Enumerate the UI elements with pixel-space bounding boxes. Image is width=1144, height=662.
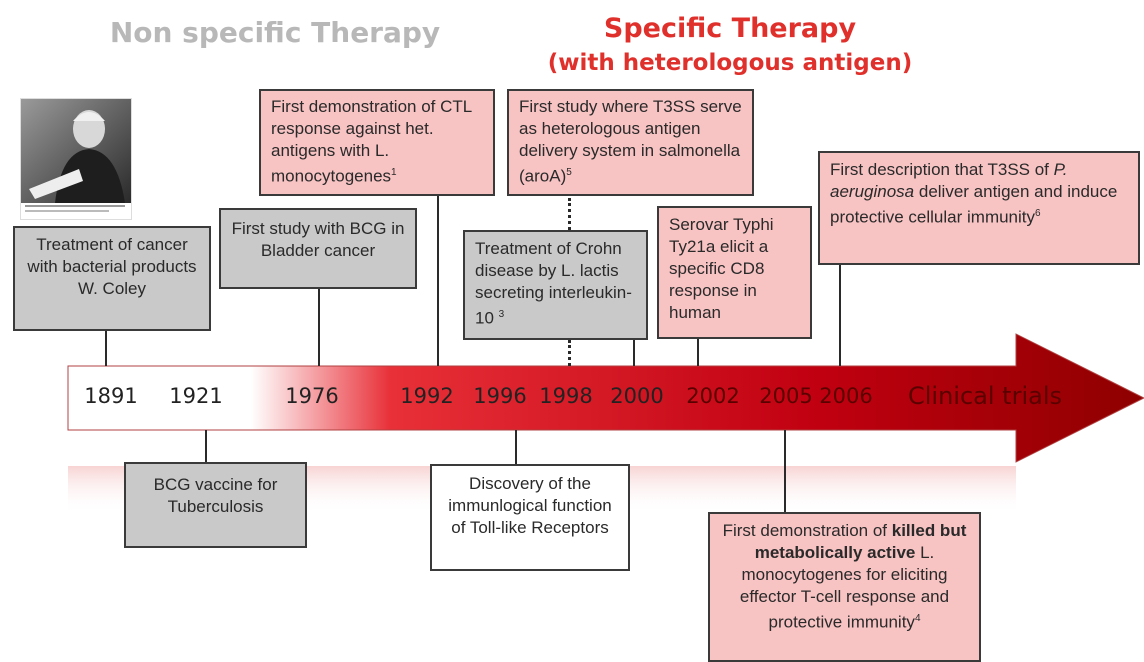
coley-portrait-photo bbox=[20, 98, 132, 220]
connector-line bbox=[318, 288, 320, 366]
connector-line bbox=[105, 330, 107, 366]
event-toll-receptors-1996: Discovery of the immunlogical function o… bbox=[430, 464, 630, 571]
citation-superscript: 4 bbox=[914, 613, 921, 624]
event-text: First demonstration of bbox=[722, 521, 888, 540]
connector-line bbox=[515, 430, 517, 464]
connector-line bbox=[437, 196, 439, 366]
event-text: BCG vaccine for Tuberculosis bbox=[153, 475, 278, 516]
event-text: First demonstration of CTL response agai… bbox=[271, 97, 472, 186]
event-kbma-2005: First demonstration of killed but metabo… bbox=[708, 512, 981, 662]
event-crohn-2000: Treatment of Crohn disease by L. lactis … bbox=[463, 230, 648, 340]
year-label: 1891 bbox=[84, 384, 138, 408]
species-name: P. aeruginosa bbox=[830, 160, 1068, 201]
year-label: 1921 bbox=[169, 384, 223, 408]
citation-superscript: 3 bbox=[498, 309, 505, 320]
year-label: 1998 bbox=[539, 384, 593, 408]
connector-line bbox=[839, 264, 841, 366]
event-text: Discovery of the immunlogical function o… bbox=[448, 474, 612, 537]
specific-therapy-subtitle: (with heterologous antigen) bbox=[547, 50, 913, 76]
citation-superscript: 1 bbox=[391, 167, 397, 178]
event-typhi-2002: Serovar Typhi Ty21a elicit a specific CD… bbox=[657, 206, 812, 339]
year-label: 1976 bbox=[285, 384, 339, 408]
citation-superscript: 6 bbox=[1035, 208, 1041, 219]
event-text: Serovar Typhi Ty21a elicit a specific CD… bbox=[669, 215, 774, 322]
year-label: 2006 bbox=[819, 384, 873, 408]
event-coley-1891: Treatment of cancer with bacterial produ… bbox=[13, 226, 211, 331]
connector-line bbox=[205, 430, 207, 462]
event-bcg-tuberculosis-1921: BCG vaccine for Tuberculosis bbox=[124, 462, 307, 548]
event-bcg-bladder-1976: First study with BCG in Bladder cancer bbox=[219, 208, 417, 289]
event-text: L. monocytogenes for eliciting effector … bbox=[739, 543, 950, 632]
connector-line bbox=[633, 340, 635, 366]
event-text: First description that T3SS of bbox=[830, 160, 1049, 179]
event-text: Treatment of Crohn disease by L. lactis … bbox=[475, 239, 632, 328]
specific-therapy-heading: Specific Therapy (with heterologous anti… bbox=[520, 12, 940, 80]
year-label: 2000 bbox=[610, 384, 664, 408]
year-label: 2002 bbox=[686, 384, 740, 408]
year-label: 1992 bbox=[400, 384, 454, 408]
event-text: First study with BCG in Bladder cancer bbox=[231, 219, 405, 260]
dotted-connector bbox=[568, 340, 571, 366]
event-text: First study where T3SS serve as heterolo… bbox=[519, 97, 742, 186]
year-label: 1996 bbox=[473, 384, 527, 408]
specific-therapy-title: Specific Therapy bbox=[603, 13, 857, 44]
year-label: 2005 bbox=[759, 384, 813, 408]
connector-line bbox=[697, 338, 699, 366]
event-aeruginosa-2006: First description that T3SS of P. aerugi… bbox=[818, 151, 1140, 265]
connector-line bbox=[784, 430, 786, 512]
clinical-trials-label: Clinical trials bbox=[908, 382, 1062, 410]
dotted-connector bbox=[568, 198, 571, 230]
emphasis-text: killed but metabolically active bbox=[754, 521, 967, 562]
event-text: deliver antigen and induce protective ce… bbox=[830, 182, 1118, 227]
event-ctl-1992: First demonstration of CTL response agai… bbox=[259, 89, 495, 196]
event-text: Treatment of cancer with bacterial produ… bbox=[27, 235, 197, 298]
event-t3ss-salmonella-1998: First study where T3SS serve as heterolo… bbox=[507, 89, 754, 196]
non-specific-therapy-heading: Non specific Therapy bbox=[109, 16, 441, 49]
citation-superscript: 5 bbox=[566, 167, 572, 178]
